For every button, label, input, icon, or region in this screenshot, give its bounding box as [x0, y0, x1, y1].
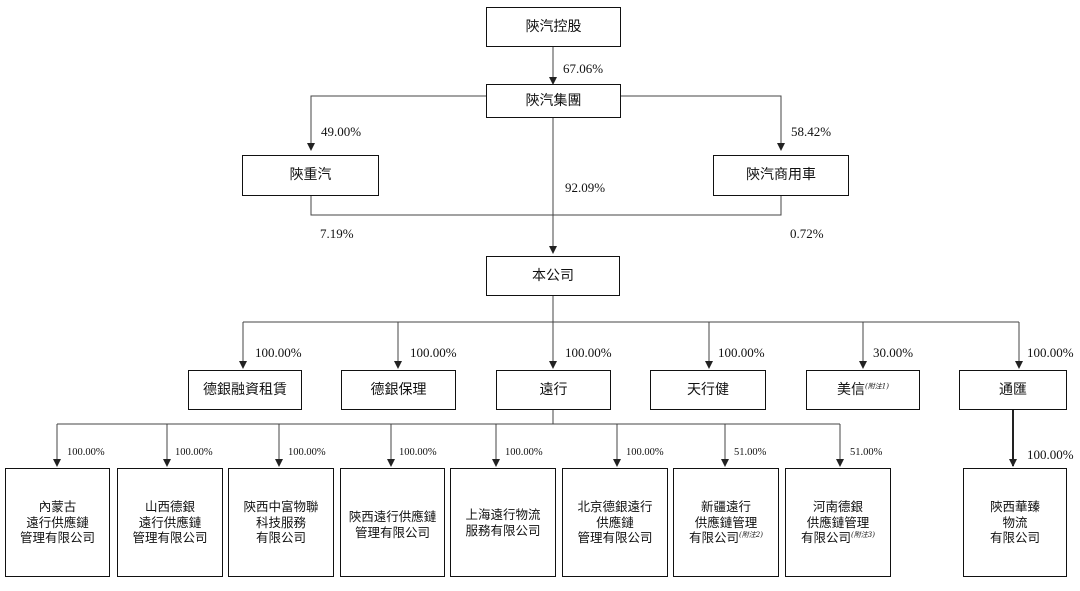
node-label: 陝汽商用車 [746, 167, 816, 184]
line-group-heavy [307, 95, 486, 151]
pct-tonghui: 100.00% [1027, 345, 1074, 360]
node-shaanxi-commercial: 陝汽商用車 [713, 155, 849, 196]
node-line: 內蒙古 [38, 499, 77, 515]
node-line-text: 有限公司 [801, 530, 852, 546]
line-group-commercial [621, 95, 785, 151]
pct-shaanxi-yuanxing: 100.00% [399, 447, 437, 458]
node-line: 新疆遠行 [700, 499, 751, 515]
node-shaanxi-heavy: 陝重汽 [242, 155, 379, 196]
node-neimenggu: 內蒙古 遠行供應鏈 管理有限公司 [5, 468, 110, 577]
pct-beijing: 100.00% [626, 447, 664, 458]
pct-group-commercial: 58.42% [791, 124, 832, 139]
pct-group-company: 92.09% [565, 180, 606, 195]
node-deyin-factoring: 德銀保理 [341, 370, 456, 410]
node-label: 德銀融資租賃 [203, 381, 287, 398]
node-line: 有限公司(附注3) [801, 530, 875, 546]
note-marker: (附注2) [739, 531, 763, 540]
line-commercial-join [553, 196, 782, 216]
node-yuanxing: 遠行 [496, 370, 611, 410]
pct-deyin-factoring: 100.00% [410, 345, 457, 360]
node-line-text: 有限公司 [689, 530, 740, 546]
pct-group-heavy: 49.00% [321, 124, 362, 139]
node-line: 管理有限公司 [577, 530, 653, 546]
node-line: 陝西華臻 [989, 499, 1040, 515]
node-line: 供應鏈 [596, 514, 634, 530]
node-company: 本公司 [486, 256, 620, 296]
pct-meixin: 30.00% [873, 345, 914, 360]
node-tonghui: 通匯 [959, 370, 1067, 410]
node-line: 管理有限公司 [19, 530, 95, 546]
pct-henan: 51.00% [850, 447, 883, 458]
pct-holding-group: 67.06% [563, 61, 604, 76]
node-label: 陝汽控股 [525, 18, 582, 35]
node-line: 有限公司(附注2) [689, 530, 763, 546]
node-line: 上海遠行物流 [465, 506, 541, 522]
node-meixin: 美信(附注1) [806, 370, 920, 410]
node-shaanxi-auto-holding: 陝汽控股 [486, 7, 621, 47]
pct-shanghai: 100.00% [505, 447, 543, 458]
pct-commercial-company: 0.72% [790, 226, 824, 241]
node-tianxingjian: 天行健 [650, 370, 766, 410]
node-line: 有限公司 [255, 530, 306, 546]
pct-huazhen: 100.00% [1027, 447, 1074, 462]
pct-deyin-finance: 100.00% [255, 345, 302, 360]
node-line: 管理有限公司 [132, 530, 208, 546]
node-shaanxi-zhongfu: 陝西中富物聯 科技服務 有限公司 [228, 468, 334, 577]
pct-heavy-company: 7.19% [320, 226, 354, 241]
node-line: 供應鏈管理 [694, 514, 758, 530]
node-label: 本公司 [532, 267, 574, 284]
node-label: 美信(附注1) [837, 382, 889, 398]
pct-zhongfu: 100.00% [288, 447, 326, 458]
node-line: 陝西中富物聯 [243, 499, 319, 515]
node-line: 遠行供應鏈 [138, 514, 202, 530]
node-line: 物流 [1002, 514, 1028, 530]
node-deyin-finance: 德銀融資租賃 [188, 370, 302, 410]
node-shanghai-yuanxing: 上海遠行物流 服務有限公司 [450, 468, 556, 577]
node-shaanxi-huazhen: 陝西華臻 物流 有限公司 [963, 468, 1067, 577]
node-line: 遠行供應鏈 [26, 514, 89, 530]
line-heavy-join [310, 196, 553, 216]
node-shaanxi-yuanxing-supply: 陝西遠行供應鏈 管理有限公司 [340, 468, 445, 577]
node-line: 北京德銀遠行 [577, 499, 653, 515]
node-label: 通匯 [999, 381, 1027, 398]
pct-yuanxing: 100.00% [565, 345, 612, 360]
node-label: 德銀保理 [370, 381, 427, 398]
pct-tianxingjian: 100.00% [718, 345, 765, 360]
pct-xinjiang: 51.00% [734, 447, 767, 458]
node-label: 天行健 [687, 381, 729, 398]
node-line: 山西德銀 [144, 499, 195, 515]
node-label: 陝重汽 [289, 167, 332, 184]
node-line: 科技服務 [255, 514, 306, 530]
node-line: 陝西遠行供應鏈 [348, 509, 437, 524]
pct-neimenggu: 100.00% [67, 447, 105, 458]
node-line: 管理有限公司 [354, 524, 430, 540]
pct-shanxi: 100.00% [175, 447, 213, 458]
node-beijing-deyin: 北京德銀遠行 供應鏈 管理有限公司 [562, 468, 668, 577]
node-line: 供應鏈管理 [806, 514, 870, 530]
note-marker: (附注1) [865, 382, 889, 391]
node-label: 遠行 [539, 381, 568, 398]
node-line: 有限公司 [989, 530, 1040, 546]
node-line: 河南德銀 [812, 499, 863, 515]
node-shaanxi-auto-group: 陝汽集團 [486, 84, 621, 118]
node-label: 陝汽集團 [525, 92, 582, 109]
note-marker: (附注3) [851, 531, 875, 540]
node-line: 服務有限公司 [465, 522, 541, 538]
node-xinjiang-yuanxing: 新疆遠行 供應鏈管理 有限公司(附注2) [673, 468, 779, 577]
node-henan-deyin: 河南德銀 供應鏈管理 有限公司(附注3) [785, 468, 891, 577]
node-shanxi-deyin: 山西德銀 遠行供應鏈 管理有限公司 [117, 468, 223, 577]
meixin-name: 美信 [837, 381, 866, 398]
